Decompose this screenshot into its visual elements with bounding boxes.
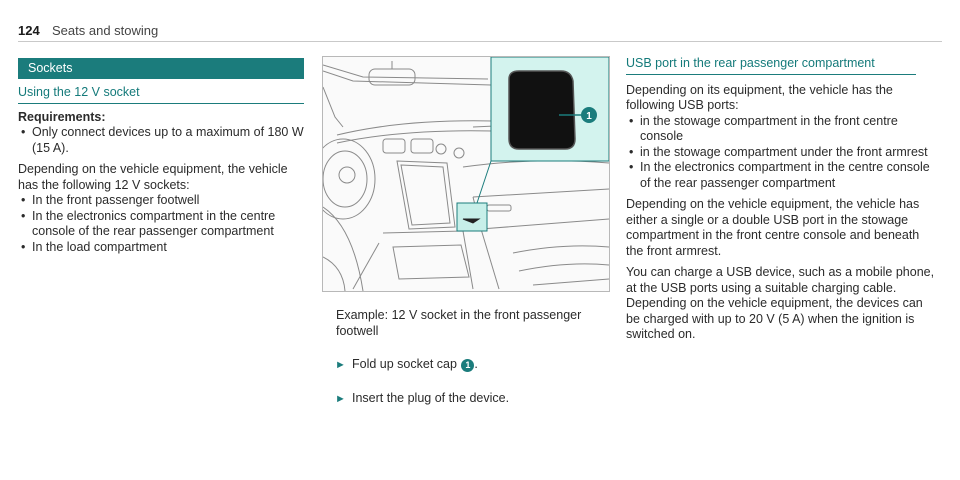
socket-list-item: • In the load compartment — [21, 239, 167, 254]
step-arrow-icon: ► — [335, 359, 346, 371]
requirements-label: Requirements: — [18, 109, 106, 124]
bullet-icon: • — [21, 125, 26, 139]
usb-intro: Depending on its equipment, the vehicle … — [626, 82, 893, 113]
subheading-usb-port: USB port in the rear passenger compartme… — [626, 56, 916, 75]
page-number: 124 — [18, 23, 40, 38]
column-figure: 1 Example: 12 V socket in the front pass… — [322, 56, 610, 407]
interior-illustration: 1 — [322, 56, 610, 292]
usb-list-item: • in the stowage compartment in the fron… — [629, 113, 898, 144]
socket-list-item: • In the electronics compartment in the … — [21, 208, 276, 239]
car-interior-drawing: 1 — [323, 57, 609, 291]
requirement-item: • Only connect devices up to a maximum o… — [21, 125, 304, 155]
bullet-icon: • — [629, 160, 634, 174]
section-heading-sockets: Sockets — [18, 58, 304, 79]
figure-caption: Example: 12 V socket in the front passen… — [336, 308, 582, 338]
step-insert-plug: ► Insert the plug of the device. — [322, 391, 608, 407]
bullet-icon: • — [21, 208, 26, 223]
subheading-using-12v-socket: Using the 12 V socket — [18, 85, 304, 104]
callout-badge: 1 — [461, 359, 475, 372]
column-sockets: Sockets Using the 12 V socket Requiremen… — [18, 58, 304, 255]
sockets-intro: Depending on the vehicle equipment, the … — [18, 162, 288, 192]
usb-list-item: • In the electronics compartment in the … — [629, 160, 930, 190]
bullet-icon: • — [629, 144, 634, 159]
usb-paragraph: You can charge a USB device, such as a m… — [626, 265, 935, 341]
figure-callout-label: 1 — [586, 111, 592, 122]
usb-paragraph: Depending on the vehicle equipment, the … — [626, 197, 920, 258]
bullet-icon: • — [21, 239, 26, 254]
step-arrow-icon: ► — [335, 392, 346, 405]
header-divider — [18, 41, 942, 42]
column-usb: USB port in the rear passenger compartme… — [626, 56, 940, 343]
bullet-icon: • — [629, 113, 634, 128]
step-fold-up-cap: ► Fold up socket cap 1. — [322, 357, 608, 373]
bullet-icon: • — [21, 193, 26, 207]
section-title: Seats and stowing — [52, 23, 159, 38]
usb-list-item: • in the stowage compartment under the f… — [629, 144, 928, 159]
page-header: 124 Seats and stowing — [18, 8, 942, 42]
socket-list-item: • In the front passenger footwell — [21, 193, 200, 207]
socket-cap-closeup — [508, 70, 576, 150]
socket-location-highlight — [456, 202, 488, 232]
